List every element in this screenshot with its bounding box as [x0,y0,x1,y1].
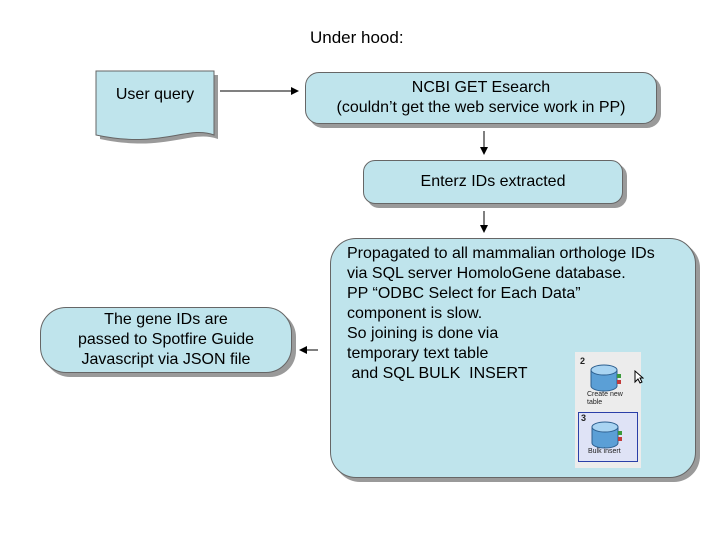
mouse-cursor-icon [634,370,644,384]
propagation-line: temporary text table [347,345,489,362]
gene-ids-line-1: The gene IDs are [104,311,228,328]
node-caption: Bulk insert [588,448,621,455]
node-number: 2 [580,356,586,366]
bulk-insert-node: 3 Bulk insert [578,412,638,462]
entrez-ids-label: Enterz IDs extracted [420,173,566,190]
node-caption: Create new table [587,391,623,406]
propagation-line: PP “ODBC Select for Each Data” [347,285,581,302]
esearch-line-1: NCBI GET Esearch [411,79,551,96]
user-query-document-shape [95,70,218,144]
database-icon [590,364,621,392]
gene-ids-box: The gene IDs are passed to Spotfire Guid… [40,307,292,373]
diagram-title: Under hood: [310,28,404,47]
propagation-line: component is slow. [347,305,483,322]
create-table-node: 2 Create new table [578,356,638,407]
user-query-label: User query [115,86,195,103]
esearch-line-2: (couldn’t get the web service work in PP… [336,99,626,116]
propagation-line: So joining is done via [347,325,499,342]
database-icon [591,421,622,449]
propagation-line: Propagated to all mammalian orthologe ID… [347,245,655,262]
ncbi-esearch-box: NCBI GET Esearch (couldn’t get the web s… [305,72,657,124]
pipeline-screenshot: 2 Create new table 3 Bulk insert [575,352,641,468]
node-number: 3 [581,413,587,423]
propagation-text: Propagated to all mammalian orthologe ID… [347,244,655,384]
propagation-line: via SQL server HomoloGene database. [347,265,626,282]
gene-ids-line-2: passed to Spotfire Guide [77,331,255,348]
gene-ids-line-3: Javascript via JSON file [81,351,251,368]
entrez-ids-box: Enterz IDs extracted [363,160,623,204]
propagation-line: and SQL BULK INSERT [347,365,528,382]
